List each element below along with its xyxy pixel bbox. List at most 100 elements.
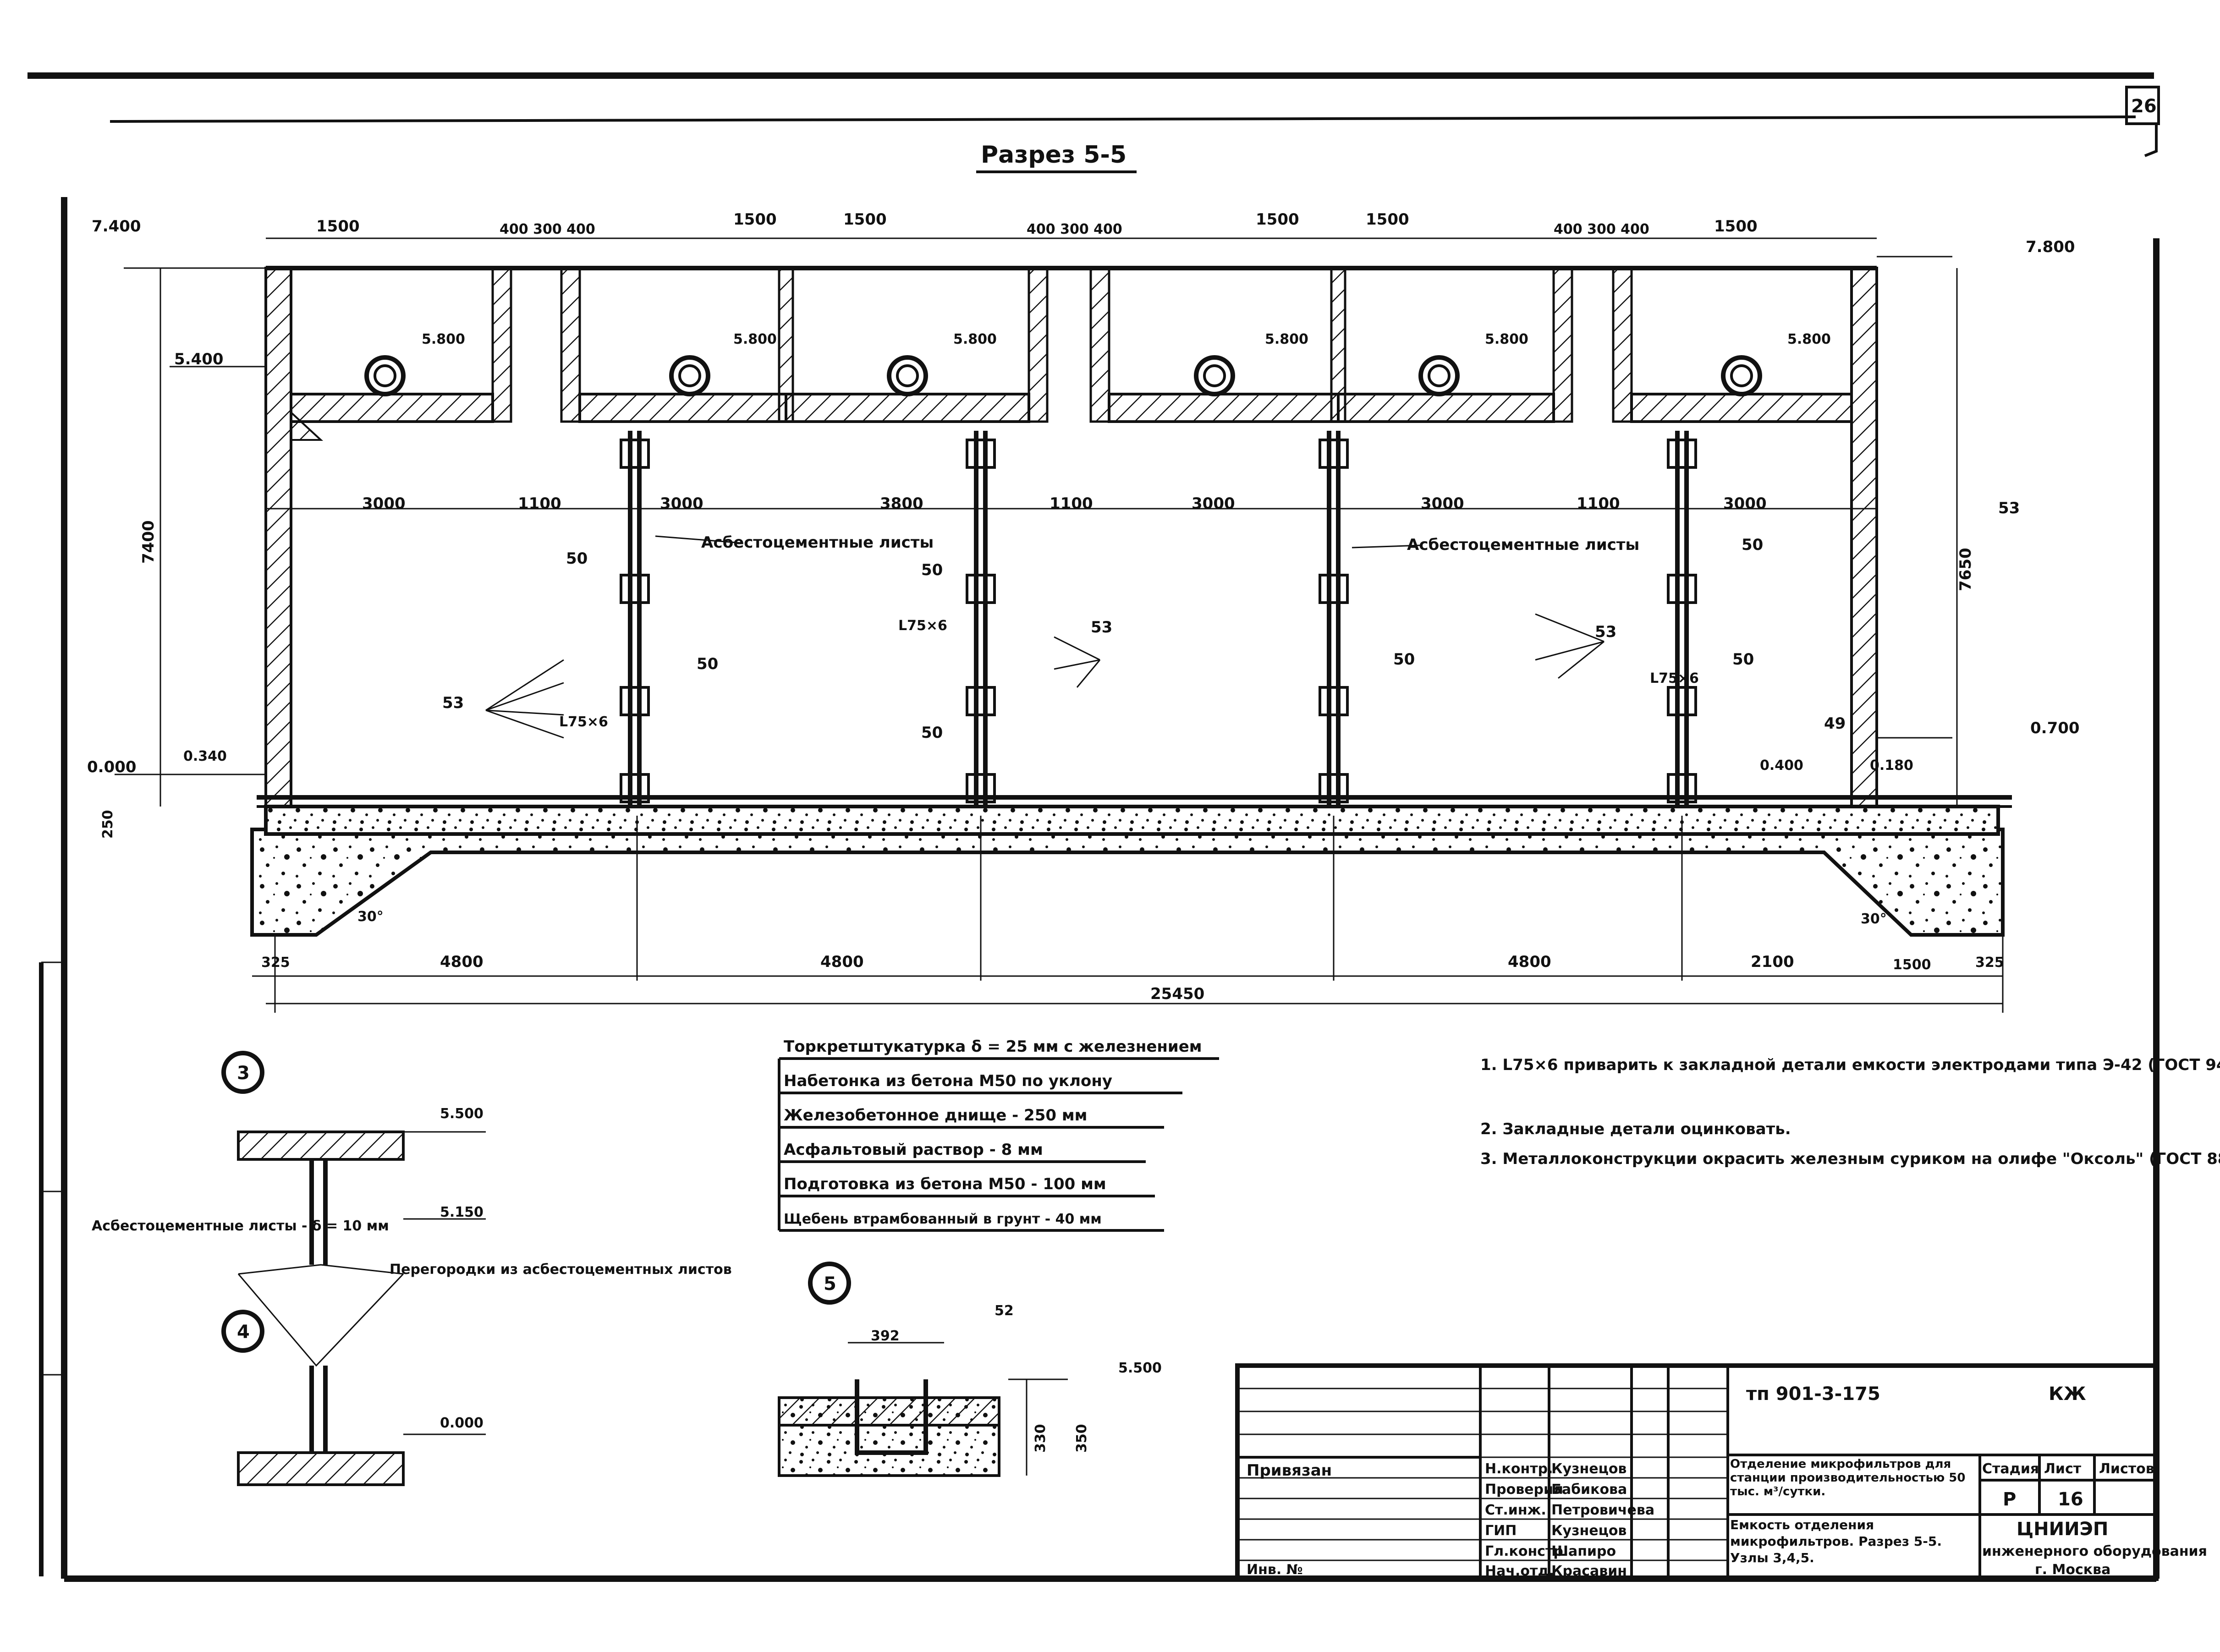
angle-l75-c: L75×6 — [1650, 670, 1699, 686]
sheet-frame — [27, 72, 2160, 1582]
dim-mid-1100-b: 1100 — [1050, 494, 1093, 513]
dim-top-1500-c: 1500 — [843, 210, 887, 229]
level-top: 7.400 — [92, 217, 141, 236]
level-top-right: 7.800 — [2026, 238, 2075, 256]
dim-top-400-300-400-a: 400 300 400 — [500, 221, 595, 237]
dim-250: 250 — [100, 810, 116, 839]
dim-bot-325-b: 325 — [1975, 955, 2004, 971]
tb-project: Отделение микрофильтров для станции прои… — [1730, 1457, 1966, 1498]
tb-name-1: Кузнецов — [1551, 1461, 1627, 1477]
section-title: Разрез 5-5 — [981, 141, 1126, 169]
detail-label-partitions: Перегородки из асбестоцементных листов — [390, 1262, 732, 1278]
tb-tied: Привязан — [1247, 1461, 1332, 1480]
tb-sheet-title: Емкость отделения микрофильтров. Разрез … — [1730, 1517, 1942, 1565]
dim-top-1500-d: 1500 — [1256, 210, 1299, 229]
layer-2: Набетонка из бетона М50 по уклону — [784, 1072, 1112, 1090]
level-0180: 0.180 — [1870, 757, 1913, 774]
dim-height-7650: 7650 — [1956, 548, 1975, 591]
dim-mid-3000-b: 3000 — [660, 494, 703, 513]
pipes — [364, 355, 1762, 396]
detail-level-0000: 0.000 — [440, 1415, 484, 1431]
detail-3-num: 3 — [237, 1063, 250, 1084]
dim-bot-325-a: 325 — [261, 955, 290, 971]
level-mid-left: 5.400 — [174, 350, 224, 368]
dim-top-1500-a: 1500 — [316, 217, 360, 236]
note-2: 2. Закладные детали оцинковать. — [1480, 1120, 1791, 1138]
detail-3-4 — [221, 1051, 851, 1486]
level-zero: 0.000 — [87, 758, 137, 776]
dim-top-400-300-400-c: 400 300 400 — [1554, 221, 1649, 237]
label-asbestos-sheets-a: Асбестоцементные листы — [701, 533, 934, 552]
detail-level-5500-a: 5.500 — [440, 1106, 484, 1122]
dimension-lines — [115, 237, 2004, 1013]
layer-1: Торкретштукатурка δ = 25 мм с железнение… — [784, 1037, 1202, 1056]
layer-3: Железобетонное днище - 250 мм — [784, 1106, 1087, 1125]
dim-top-1500-f: 1500 — [1714, 217, 1758, 236]
dim-bot-4800-a: 4800 — [440, 953, 484, 971]
tb-city: г. Москва — [2035, 1562, 2110, 1578]
layer-5: Подготовка из бетона М50 - 100 мм — [784, 1175, 1106, 1193]
level-0340: 0.340 — [183, 748, 227, 764]
dim-mid-1100-c: 1100 — [1577, 494, 1620, 513]
tb-name-5: Шапиро — [1551, 1543, 1616, 1559]
mark-50-c: 50 — [921, 561, 943, 579]
dim-height-7400: 7400 — [139, 520, 158, 564]
dim-bot-2100: 2100 — [1751, 953, 1794, 971]
detail-5-num: 5 — [824, 1273, 836, 1295]
mark-49: 49 — [1824, 714, 1846, 733]
tb-role-5: Гл.констр. — [1485, 1543, 1568, 1559]
detail-4-num: 4 — [237, 1322, 250, 1343]
mark-53-c: 53 — [1595, 623, 1616, 641]
note-3: 3. Металлоконструкции окрасить железным … — [1480, 1150, 2220, 1168]
layer-4: Асфальтовый раствор - 8 мм — [784, 1141, 1043, 1159]
dim-mid-3000-d: 3000 — [1421, 494, 1464, 513]
label-asbestos-sheets-b: Асбестоцементные листы — [1407, 536, 1639, 554]
tb-name-2: Бабикова — [1551, 1482, 1627, 1498]
tb-name-3: Петровичева — [1551, 1502, 1654, 1518]
angle-30-a: 30° — [357, 909, 384, 925]
dim-mid-3000-c: 3000 — [1192, 494, 1235, 513]
tb-mark: КЖ — [2049, 1383, 2086, 1405]
dim-top-400-300-400-b: 400 300 400 — [1027, 221, 1122, 237]
tb-org2: инженерного оборудования — [1982, 1543, 2207, 1559]
detail-5 — [778, 1342, 1068, 1477]
detail-label-asbestos: Асбестоцементные листы - δ = 10 мм — [92, 1218, 389, 1234]
mark-53-d: 53 — [1998, 499, 2020, 517]
dim-bot-4800-c: 4800 — [1508, 953, 1551, 971]
dim-top-1500-e: 1500 — [1366, 210, 1409, 229]
dim-total: 25450 — [1150, 985, 1204, 1003]
mark-50-e: 50 — [1393, 650, 1415, 669]
detail-level-5150: 5.150 — [440, 1204, 484, 1220]
tb-role-4: ГИП — [1485, 1523, 1517, 1539]
level-0700: 0.700 — [2030, 719, 2080, 737]
note-1: 1. L75×6 приварить к закладной детали ем… — [1480, 1056, 2220, 1074]
mark-53-a: 53 — [442, 694, 464, 712]
angle-30-b: 30° — [1861, 911, 1887, 927]
leaders — [485, 535, 1605, 739]
level-channel-4: 5.800 — [1265, 331, 1308, 347]
dim-bot-4800-b: 4800 — [820, 953, 864, 971]
level-0400: 0.400 — [1760, 757, 1803, 774]
level-channel-5: 5.800 — [1485, 331, 1528, 347]
mark-53-b: 53 — [1091, 618, 1112, 637]
tb-role-3: Ст.инж. — [1485, 1502, 1546, 1518]
detail-5-dim-392: 392 — [871, 1328, 900, 1344]
tb-role-6: Нач.отд. — [1485, 1563, 1554, 1579]
tb-sheet-no: 16 — [2058, 1489, 2083, 1510]
tb-name-4: Кузнецов — [1551, 1523, 1627, 1539]
mark-50-d: 50 — [921, 724, 943, 742]
mark-50-b: 50 — [697, 655, 718, 673]
detail-5-dim-330: 330 — [1033, 1424, 1049, 1453]
angle-l75-b: L75×6 — [898, 618, 947, 634]
upper-channels — [266, 266, 1877, 423]
level-channel-1: 5.800 — [422, 331, 465, 347]
sheet-number: 26 — [2131, 96, 2157, 117]
angle-l75-a: L75×6 — [559, 714, 608, 730]
tb-stage: Р — [2003, 1489, 2016, 1510]
dim-mid-1100-a: 1100 — [518, 494, 561, 513]
dim-bot-1500: 1500 — [1893, 957, 1931, 973]
detail-5-dim-350: 350 — [1074, 1424, 1090, 1453]
tb-sheets-hdr: Листов — [2099, 1461, 2154, 1477]
level-channel-3: 5.800 — [953, 331, 997, 347]
